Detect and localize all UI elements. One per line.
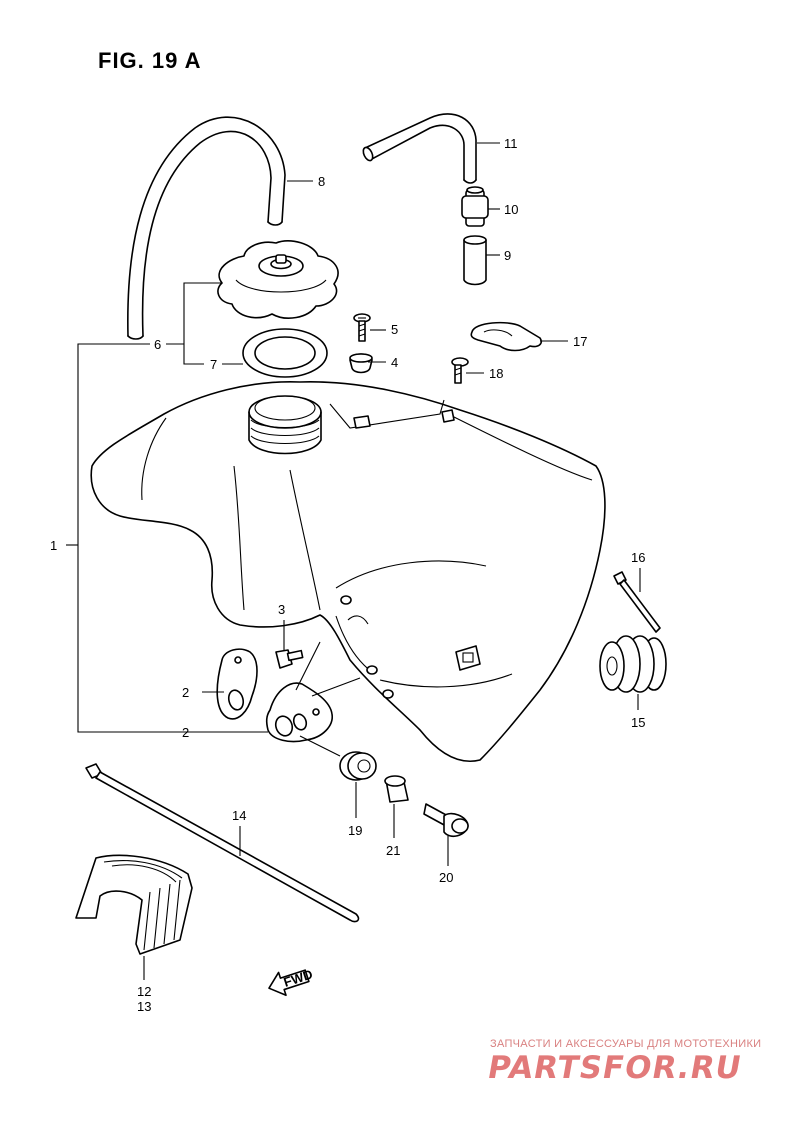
- callout-3: 3: [278, 602, 285, 617]
- callout-1: 1: [50, 538, 57, 553]
- fwd-label: FWD: [282, 966, 315, 989]
- elbow-hose: [362, 113, 477, 184]
- callout-11: 11: [504, 136, 518, 151]
- callout-18: 18: [489, 366, 503, 381]
- callout-20: 20: [439, 870, 453, 885]
- callout-21: 21: [386, 843, 400, 858]
- damper-rubber: [599, 635, 667, 693]
- callout-2: 2: [182, 685, 189, 700]
- callout-4: 4: [391, 355, 398, 370]
- cable-tie: [85, 763, 360, 923]
- rivet-nut: [349, 353, 373, 374]
- fuel-tank: [90, 381, 606, 762]
- cap-gasket: [242, 328, 328, 378]
- retainer-plate: [470, 321, 543, 352]
- callout-14: 14: [232, 808, 246, 823]
- breather-hose: [127, 116, 286, 340]
- watermark-logo: PARTSFOR.RU: [484, 1050, 745, 1086]
- callout-13: 13: [137, 999, 151, 1014]
- short-hose: [463, 235, 487, 286]
- callout-7: 7: [210, 357, 217, 372]
- callout-9: 9: [504, 248, 511, 263]
- cable-tie-small: [613, 571, 661, 633]
- screw: [353, 313, 371, 342]
- bolt: [275, 649, 304, 669]
- bracket: [216, 648, 258, 720]
- figure-title: FIG. 19 A: [98, 48, 202, 73]
- callout-8: 8: [318, 174, 325, 189]
- callout-numbers: 1 2 2 3 4 5 6 7 8 9 10 11 12 13 14 15 16…: [50, 136, 645, 1014]
- callout-19: 19: [348, 823, 362, 838]
- leader-lines: [66, 142, 641, 980]
- callout-17: 17: [573, 334, 587, 349]
- grommet: [339, 751, 377, 781]
- bracket: [265, 682, 333, 743]
- bolt: [423, 803, 469, 838]
- screw: [451, 357, 469, 384]
- watermark-caption: ЗАПЧАСТИ И АКСЕССУАРЫ ДЛЯ МОТОТЕХНИКИ: [490, 1038, 762, 1050]
- callout-2: 2: [182, 725, 189, 740]
- tank-cover: [75, 854, 193, 955]
- connector: [461, 186, 489, 227]
- callout-12: 12: [137, 984, 151, 999]
- callout-15: 15: [631, 715, 645, 730]
- callout-5: 5: [391, 322, 398, 337]
- callout-16: 16: [631, 550, 645, 565]
- callout-6: 6: [154, 337, 161, 352]
- callout-10: 10: [504, 202, 518, 217]
- collar: [384, 775, 409, 803]
- fwd-arrow: FWD: [268, 966, 315, 997]
- fuel-cap: [217, 240, 339, 319]
